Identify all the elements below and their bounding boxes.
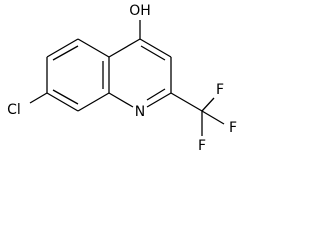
bond-c4a-c4	[108, 38, 141, 58]
bond-c5-c4a	[77, 38, 110, 58]
bonds	[29, 20, 225, 136]
bond-c4-c3	[139, 38, 172, 58]
double-bond-c4-c3	[140, 45, 166, 61]
double-bond-n1-c2	[146, 88, 166, 101]
bond-cf3-f-top	[201, 97, 215, 112]
chlorine-label: Cl	[7, 102, 21, 118]
hydroxyl-label: OH	[129, 3, 151, 19]
bond-cf3-f-right	[201, 110, 225, 125]
chemical-structure-diagram: OH Cl N F F F	[7, 3, 237, 154]
bond-n1-c8a	[108, 92, 134, 108]
atom-labels: OH Cl N F F F	[7, 3, 237, 154]
bond-c2-n1	[146, 92, 172, 108]
fluorine-right-label: F	[229, 120, 237, 136]
fluorine-top-label: F	[216, 82, 224, 98]
bond-c8-c7	[46, 92, 79, 112]
nitrogen-label: N	[135, 104, 145, 120]
fluorine-bottom-label: F	[198, 138, 206, 154]
bond-c2-cf3	[170, 92, 203, 112]
bond-c6-c5	[46, 38, 79, 58]
double-bond-c6-c5	[52, 45, 79, 61]
double-bond-c8-c7	[52, 89, 79, 105]
bond-c7-cl	[29, 92, 48, 104]
bond-c8a-c8	[77, 92, 110, 112]
